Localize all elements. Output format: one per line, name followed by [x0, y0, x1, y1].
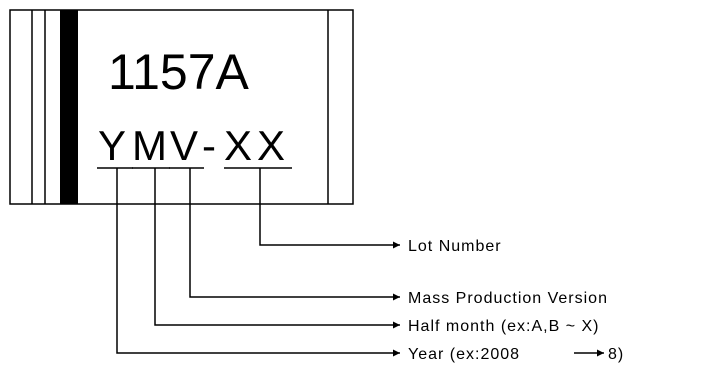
pin1-band [60, 10, 78, 204]
part-number: 1157A [108, 44, 250, 100]
lot-number-leader [259, 168, 400, 249]
year-label-suffix: 8) [608, 346, 624, 363]
half-month-leader [154, 168, 400, 329]
mass-production-version-label: Mass Production Version [408, 290, 608, 307]
half-month-label: Half month (ex:A,B ~ X) [408, 318, 600, 335]
code-version-char: V [170, 122, 198, 169]
code-dash: - [202, 122, 216, 169]
year-label: Year (ex:2008 [408, 346, 520, 363]
lot-number-label: Lot Number [408, 238, 502, 255]
code-lot-char-2: X [257, 122, 285, 169]
code-lot-char-1: X [224, 122, 252, 169]
version-leader [189, 168, 400, 301]
code-year-char: Y [98, 122, 126, 169]
code-half-month-char: M [132, 122, 167, 169]
year-leader [116, 168, 400, 357]
